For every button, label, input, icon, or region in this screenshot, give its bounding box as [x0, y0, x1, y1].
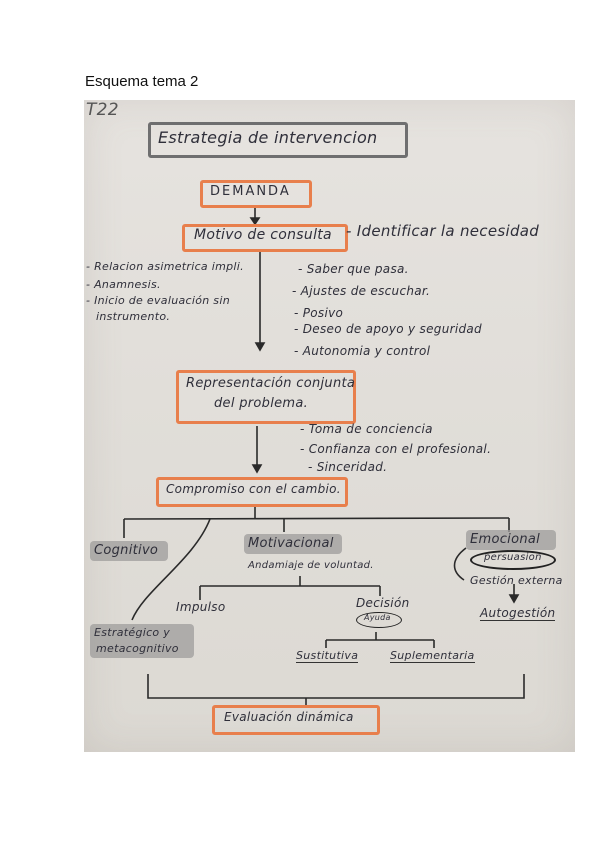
- help-text: Ayuda: [364, 613, 391, 622]
- external-text: Gestión externa: [470, 574, 563, 587]
- right-list-item: - Ajustes de escuchar.: [292, 284, 431, 298]
- representation-box: [176, 370, 356, 424]
- diagram-connectors: [123, 206, 525, 706]
- evaluation-box: [212, 705, 380, 735]
- right-list-item: - Saber que pasa.: [298, 262, 409, 276]
- right-list-item: - Posivo: [294, 306, 344, 320]
- persuasion-oval: [470, 550, 556, 570]
- cognitive-highlight: [90, 541, 168, 561]
- evaluation-text: Evaluación dinámica: [224, 710, 354, 724]
- motive-box: [182, 224, 348, 252]
- rep-list-item: - Sinceridad.: [308, 460, 388, 474]
- commitment-box: [156, 477, 348, 507]
- strategic-highlight: [90, 624, 194, 658]
- impulse-text: Impulso: [176, 600, 226, 614]
- persuasion-text: persuasion: [484, 552, 542, 563]
- substitute-text: Sustitutiva: [296, 649, 359, 663]
- title-text: Estrategia de intervencion: [158, 128, 378, 147]
- supplementary-text: Suplementaria: [390, 649, 475, 663]
- emotional-highlight: [466, 530, 556, 550]
- motivational-text: Motivacional: [248, 536, 334, 551]
- autogestion-text: Autogestión: [480, 606, 556, 621]
- motivational-highlight: [244, 534, 342, 554]
- rep-list-item: - Toma de conciencia: [300, 422, 433, 436]
- demand-box: [200, 180, 312, 208]
- left-list-item: - Relacion asimetrica impli.: [86, 260, 244, 273]
- representation-text: Representación conjunta: [186, 376, 356, 391]
- decision-text: Decisión: [356, 596, 410, 610]
- notes-photo: T22 Estrategia de intervencion DEMANDA M…: [84, 100, 575, 752]
- emotional-text: Emocional: [470, 532, 541, 547]
- left-list-item: instrumento.: [96, 310, 171, 323]
- scaffolding-text: Andamiaje de voluntad.: [248, 560, 374, 571]
- strategic-text: metacognitivo: [96, 642, 179, 655]
- corner-label: T22: [86, 100, 119, 120]
- left-list-item: - Anamnesis.: [86, 278, 161, 291]
- cognitive-text: Cognitivo: [94, 543, 159, 558]
- right-list-item: - Deseo de apoyo y seguridad: [294, 322, 482, 336]
- identify-text: - Identificar la necesidad: [346, 222, 540, 240]
- motive-text: Motivo de consulta: [194, 227, 332, 243]
- help-oval: [356, 612, 402, 628]
- representation-text: del problema.: [214, 396, 309, 411]
- demand-text: DEMANDA: [210, 184, 291, 199]
- title-box: [148, 122, 408, 158]
- strategic-text: Estratégico y: [94, 626, 171, 639]
- document-title: Esquema tema 2: [85, 73, 199, 90]
- rep-list-item: - Confianza con el profesional.: [300, 442, 492, 456]
- left-list-item: - Inicio de evaluación sin: [86, 294, 230, 307]
- commitment-text: Compromiso con el cambio.: [166, 482, 341, 496]
- right-list-item: - Autonomia y control: [294, 344, 431, 358]
